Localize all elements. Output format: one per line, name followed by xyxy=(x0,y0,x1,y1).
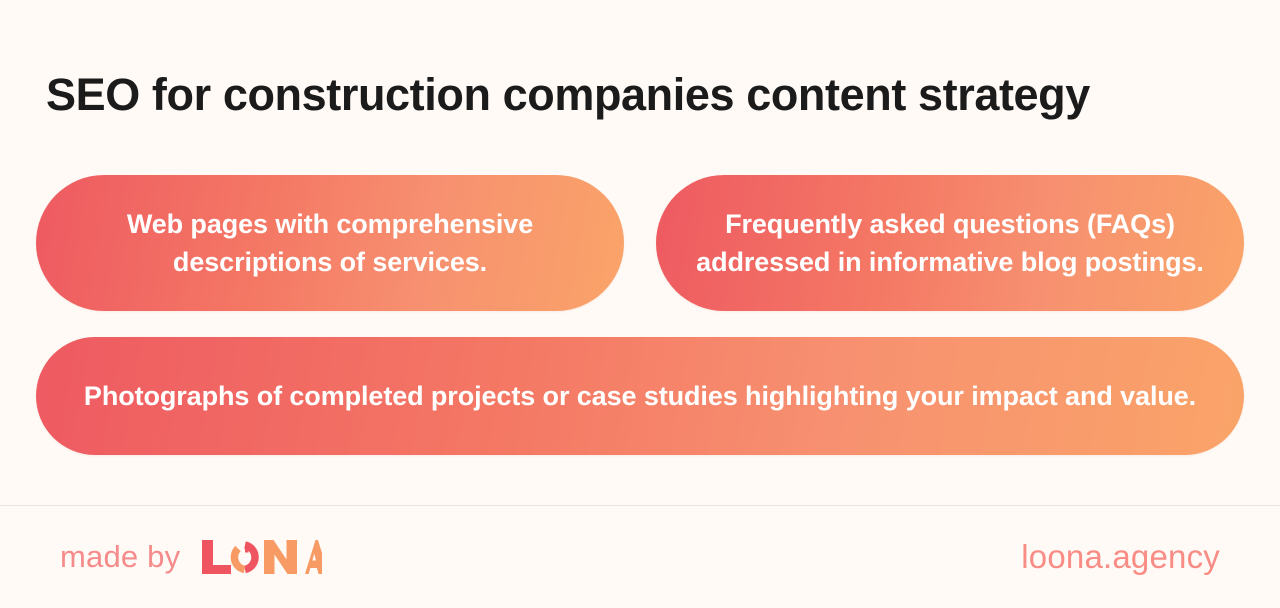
footer: made by loona.agency xyxy=(0,506,1280,608)
card-photographs: Photographs of completed projects or cas… xyxy=(36,337,1244,455)
footer-divider xyxy=(0,505,1280,506)
logo-letter-n xyxy=(264,540,298,574)
logo-letter-a xyxy=(305,540,323,574)
card-list: Web pages with comprehensive description… xyxy=(36,175,1244,455)
logo-crescent-upper-arc xyxy=(244,541,260,574)
page-title: SEO for construction companies content s… xyxy=(46,69,1090,120)
logo-crescent-cap xyxy=(245,545,249,553)
loona-logo[interactable] xyxy=(198,537,323,577)
site-url[interactable]: loona.agency xyxy=(1021,538,1220,575)
logo-letter-l xyxy=(202,540,232,574)
made-by-label: made by xyxy=(60,539,181,574)
card-row-top: Web pages with comprehensive description… xyxy=(36,175,1244,311)
logo-crescent-lower-arc xyxy=(231,545,246,574)
card-text: Frequently asked questions (FAQs) addres… xyxy=(696,209,1204,277)
card-web-pages: Web pages with comprehensive description… xyxy=(36,175,624,311)
made-by-block: made by xyxy=(60,537,323,577)
card-row-bottom: Photographs of completed projects or cas… xyxy=(36,337,1244,455)
card-faqs: Frequently asked questions (FAQs) addres… xyxy=(656,175,1244,311)
card-text: Web pages with comprehensive description… xyxy=(126,209,534,277)
card-text: Photographs of completed projects or cas… xyxy=(83,381,1197,411)
